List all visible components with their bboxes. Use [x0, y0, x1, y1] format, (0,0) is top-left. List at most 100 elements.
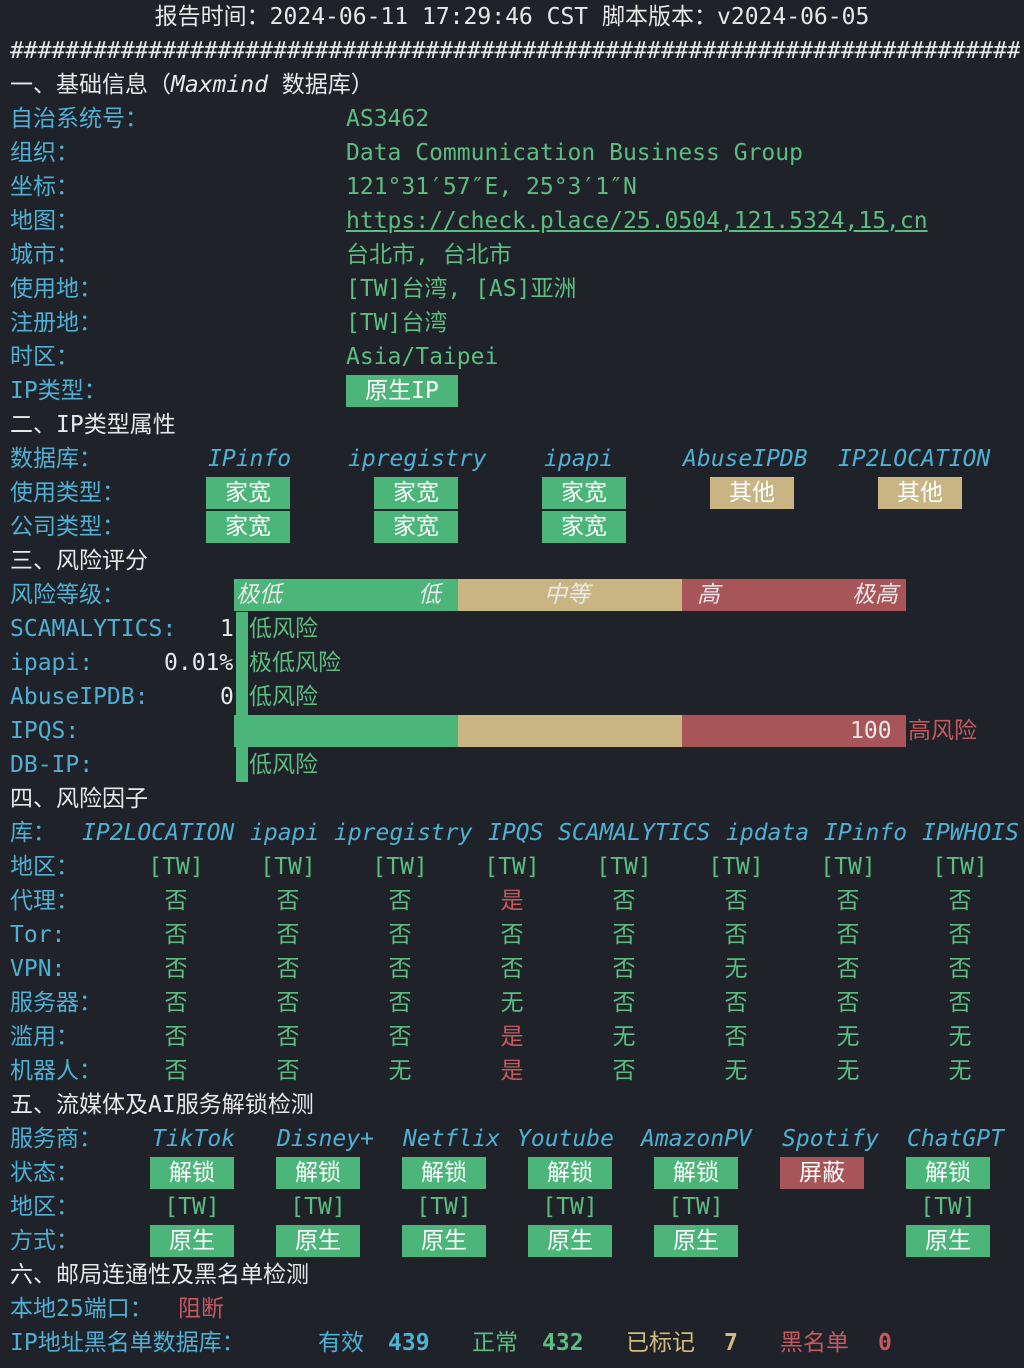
unlock-status-badge: 解锁	[276, 1157, 360, 1189]
risk-factor-cell: 否	[612, 1058, 636, 1084]
unlock-region-value: [TW]	[668, 1194, 724, 1220]
dbip-label: DB-IP:	[10, 752, 94, 778]
risk-factor-cell: 无	[388, 1058, 412, 1084]
risk-factor-cell: 否	[388, 990, 412, 1016]
risk-factor-cell: 否	[724, 922, 748, 948]
risk-factor-cell: 是	[500, 888, 524, 914]
risk-factor-label: 服务器：	[10, 990, 102, 1016]
company-ipregistry-badge: 家宽	[374, 511, 458, 543]
lib-ipqs: IPQS	[488, 820, 544, 846]
ipapi-score: 0.01%	[164, 650, 234, 676]
unlock-status-badge: 解锁	[402, 1157, 486, 1189]
port25-label: 本地25端口：	[10, 1296, 153, 1322]
risk-factor-cell: 否	[276, 922, 300, 948]
map-label: 地图：	[10, 208, 79, 234]
unlock-region-value: [TW]	[920, 1194, 976, 1220]
unlock-region-value: [TW]	[164, 1194, 220, 1220]
risk-factor-cell: 无	[500, 990, 524, 1016]
blacklist-count: 0	[878, 1330, 892, 1356]
risk-factor-cell: 否	[612, 956, 636, 982]
risk-factor-cell: 否	[388, 922, 412, 948]
risk-factor-cell: 否	[724, 1024, 748, 1050]
usage-abuseipdb-badge: 其他	[710, 477, 794, 509]
lib-ipapi: ipapi	[250, 820, 320, 846]
risk-factor-cell: 否	[612, 922, 636, 948]
ipqs-score: 100	[850, 718, 892, 744]
risk-factor-cell: 否	[164, 990, 188, 1016]
report-header: 报告时间：2024-06-11 17:29:46 CST 脚本版本：v2024-…	[154, 4, 870, 30]
db-abuseipdb: AbuseIPDB	[683, 446, 808, 472]
risk-factor-cell: 否	[612, 888, 636, 914]
risk-factor-cell: 否	[388, 1024, 412, 1050]
scale-very-high: 极高	[852, 582, 898, 608]
normal-label: 正常	[472, 1330, 518, 1356]
asn-label: 自治系统号：	[10, 106, 148, 132]
scale-high: 高	[697, 582, 720, 608]
risk-factor-label: 滥用：	[10, 1024, 79, 1050]
svc-spotify: Spotify	[782, 1126, 879, 1152]
risk-factor-label: Tor:	[10, 922, 66, 948]
usage-place-value: [TW]台湾, [AS]亚洲	[346, 276, 577, 302]
unlock-status-badge: 解锁	[654, 1157, 738, 1189]
risk-factor-cell: 否	[388, 956, 412, 982]
usage-ipinfo-badge: 家宽	[206, 477, 290, 509]
unlock-status-badge: 解锁	[528, 1157, 612, 1189]
risk-factor-cell: 否	[388, 888, 412, 914]
risk-factor-cell: [TW]	[260, 854, 316, 880]
section-2-title: 二、IP类型属性	[10, 412, 176, 438]
db-ipinfo: IPinfo	[208, 446, 292, 472]
dbip-verdict: 低风险	[249, 752, 318, 778]
map-link[interactable]: https://check.place/25.0504,121.5324,15,…	[346, 208, 928, 234]
db-ipregistry: ipregistry	[348, 446, 487, 472]
risk-factor-cell: 否	[948, 956, 972, 982]
ipapi-verdict: 极低风险	[249, 650, 341, 676]
risk-factor-cell: [TW]	[484, 854, 540, 880]
coords-label: 坐标：	[10, 174, 79, 200]
risk-factor-cell: 无	[836, 1058, 860, 1084]
risk-factor-cell: [TW]	[932, 854, 988, 880]
usage-place-label: 使用地：	[10, 276, 102, 302]
city-label: 城市：	[10, 242, 79, 268]
lib-ipinfo: IPinfo	[824, 820, 908, 846]
abuseipdb-label: AbuseIPDB:	[10, 684, 149, 710]
risk-factor-cell: 无	[948, 1024, 972, 1050]
unlock-region-value: [TW]	[542, 1194, 598, 1220]
valid-count: 439	[388, 1330, 430, 1356]
registry-value: [TW]台湾	[346, 310, 448, 336]
risk-factor-cell: [TW]	[596, 854, 652, 880]
risk-factor-cell: 否	[836, 990, 860, 1016]
risk-factor-cell: 否	[948, 990, 972, 1016]
org-label: 组织：	[10, 140, 79, 166]
risk-factor-cell: 无	[724, 956, 748, 982]
risk-factor-label: 代理：	[10, 888, 79, 914]
unlock-status-badge: 解锁	[150, 1157, 234, 1189]
risk-factor-cell: 否	[164, 888, 188, 914]
registry-label: 注册地：	[10, 310, 102, 336]
risk-level-label: 风险等级：	[10, 582, 125, 608]
risk-factor-cell: 否	[164, 956, 188, 982]
svc-tiktok: TikTok	[152, 1126, 236, 1152]
scale-very-low: 极低	[236, 582, 282, 608]
risk-factor-cell: 是	[500, 1058, 524, 1084]
usage-type-label: 使用类型：	[10, 480, 125, 506]
ipqs-bar-green	[234, 715, 458, 747]
ip-type-label: IP类型：	[10, 378, 107, 404]
lib-ip2location: IP2LOCATION	[82, 820, 235, 846]
risk-factor-cell: 否	[164, 922, 188, 948]
ip-type-badge: 原生IP	[346, 375, 458, 407]
scale-low: 低	[418, 582, 441, 608]
risk-factor-cell: 否	[612, 990, 636, 1016]
company-ipapi-badge: 家宽	[542, 511, 626, 543]
risk-factor-label: VPN:	[10, 956, 66, 982]
risk-factor-cell: 否	[500, 922, 524, 948]
region-label: 地区：	[10, 1194, 79, 1220]
abuseipdb-verdict: 低风险	[249, 684, 318, 710]
risk-axis-bar	[236, 612, 248, 782]
abuseipdb-score: 0	[220, 684, 234, 710]
risk-scale-high-segment	[682, 579, 906, 611]
blacklist-count-label: 黑名单	[780, 1330, 849, 1356]
unlock-status-badge: 解锁	[906, 1157, 990, 1189]
section-1-title: 一、基础信息（Maxmind 数据库）	[10, 72, 374, 98]
unlock-region-value: [TW]	[290, 1194, 346, 1220]
lib-ipwhois: IPWHOIS	[922, 820, 1019, 846]
